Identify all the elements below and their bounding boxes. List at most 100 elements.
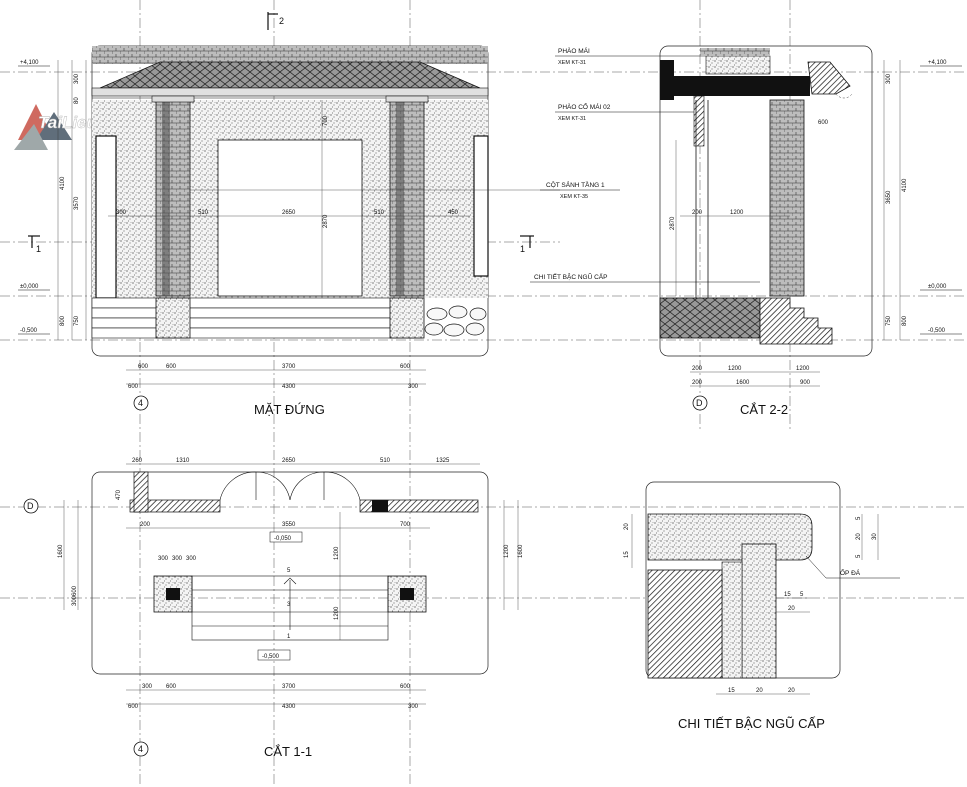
column-right (389, 99, 425, 297)
svg-text:1: 1 (520, 244, 525, 254)
grid-marker-4-elev-label: 4 (138, 398, 143, 408)
concrete-core (647, 569, 723, 679)
s22-dim-200: 200 (692, 210, 703, 216)
label-phao-mai-ref: XEM KT-31 (558, 60, 586, 66)
s22-bottom-1: 200 (692, 366, 703, 372)
stone-cladding (424, 305, 487, 337)
label-phao-mai: PHÀO MÁI (558, 46, 590, 55)
dim-2870: 2870 (323, 214, 329, 228)
detail-right-1: 5 (856, 516, 862, 520)
s22-dim-800: 800 (902, 315, 908, 326)
elev-bottom-dim-5: 600 (128, 384, 139, 390)
detail-inner-1: 15 (784, 592, 791, 598)
s11-mid-3: 700 (400, 522, 411, 528)
s11-top-5: 1325 (436, 458, 450, 464)
detail-inner-2: 5 (800, 592, 804, 598)
eave-detail (807, 61, 851, 95)
section-cut-1-left: 1 (28, 235, 41, 254)
elev-bottom-dim-1: 600 (138, 364, 149, 370)
label-phao-co-mai-ref: XEM KT-31 (558, 116, 586, 122)
s22-dim-300: 300 (886, 73, 892, 84)
column-left (155, 99, 191, 297)
s22-dim-750: 750 (886, 315, 892, 326)
dim-row-2: 2650 (282, 210, 296, 216)
s11-top-2: 1310 (176, 458, 190, 464)
level-top-left: +4,100 (20, 60, 39, 66)
label-op-da: ỐP ĐÁ (840, 567, 861, 577)
grid-marker-4-elev (133, 395, 149, 411)
level-zero-left: ±0,000 (20, 284, 39, 290)
level-zero-right: ±0,000 (928, 284, 947, 290)
door-opening (217, 139, 363, 297)
elevation-level-markers: +4,100 ±0,000 -0,500 (18, 60, 50, 335)
dim-700: 700 (323, 115, 329, 126)
detail-bottom-3: 20 (788, 688, 795, 694)
s11-side-1: 470 (116, 489, 122, 500)
grid-marker-d-s22 (692, 395, 708, 411)
detail-bottom-1: 15 (728, 688, 735, 694)
s11-bottom-5: 600 (128, 704, 139, 710)
section-2-2-view: +4,100 ±0,000 -0,500 4100 3650 800 750 3… (659, 45, 962, 417)
level-top-right: +4,100 (928, 60, 947, 66)
s11-bottom-6: 4300 (282, 704, 296, 710)
step-detail-view: ỐP ĐÁ 20 15 5 20 30 5 15 20 20 15 5 20 C… (624, 481, 900, 731)
dim-300: 300 (74, 73, 80, 84)
cornice (91, 87, 489, 97)
plan-steps (191, 575, 389, 641)
s22-bottom-6: 900 (800, 380, 811, 386)
elev-bottom-dim-7: 300 (408, 384, 419, 390)
s11-side-7: 1200 (504, 544, 510, 558)
step-1: 1 (287, 634, 291, 640)
s22-bottom-4: 200 (692, 380, 703, 386)
s11-side-5: 600 (72, 585, 78, 596)
stone-riser (741, 543, 777, 679)
dim-800: 800 (60, 315, 66, 326)
section22-frame (659, 45, 873, 357)
pediment (99, 61, 481, 89)
s11-top-4: 510 (380, 458, 391, 464)
elevation-view: +4,100 ±0,000 -0,500 4100 3570 800 750 3… (18, 12, 560, 417)
level-bottom-right: -0,500 (928, 328, 946, 334)
grid-marker-d-s11-label: D (27, 501, 34, 511)
plan-wall-left (129, 499, 221, 513)
detail-right-3: 30 (872, 533, 878, 540)
grid-marker-4-s11 (133, 741, 149, 757)
title-detail: CHI TIẾT BẬC NGŨ CẤP (678, 716, 825, 731)
level-tag-500: -0,500 (262, 654, 280, 660)
section-column (769, 99, 805, 297)
elev-bottom-dim-6: 4300 (282, 384, 296, 390)
detail-right-2: 20 (856, 533, 862, 540)
section-cut-1-right: 1 (520, 235, 534, 254)
section22-level-markers: +4,100 ±0,000 -0,500 (920, 60, 962, 335)
s22-dim-600: 600 (818, 120, 829, 126)
grid-marker-d-s22-label: D (696, 398, 703, 408)
s22-bottom-5: 1600 (736, 380, 750, 386)
level-bottom-left: -0,500 (20, 328, 38, 334)
svg-text:1: 1 (36, 244, 41, 254)
grid-marker-d-s11 (23, 498, 39, 514)
title-elevation: MẶT ĐỨNG (254, 402, 325, 417)
detail-inner-3: 20 (788, 606, 795, 612)
detail-left-1: 20 (624, 523, 630, 530)
s11-small-2: 300 (172, 556, 183, 562)
label-cot-sanh-ref: XEM KT-35 (560, 194, 588, 200)
s11-side-4: 300 (72, 595, 78, 606)
title-section-1-1: CẮT 1-1 (264, 744, 312, 759)
step-5: 5 (287, 568, 291, 574)
s22-bottom-3: 1200 (796, 366, 810, 372)
grid-marker-4-s11-label: 4 (138, 744, 143, 754)
s11-small-3: 300 (186, 556, 197, 562)
roof-band (92, 46, 488, 64)
s11-side-3: 1200 (334, 546, 340, 560)
dim-row-1: 300 (116, 210, 127, 216)
stone-top-slab (647, 513, 813, 561)
title-section-2-2: CẮT 2-2 (740, 402, 788, 417)
section-steps (759, 297, 833, 345)
detail-bottom-2: 20 (756, 688, 763, 694)
s22-dim-3650: 3650 (886, 190, 892, 204)
dim-4100: 4100 (60, 176, 66, 190)
label-cot-sanh: CỘT SẢNH TẦNG 1 (546, 179, 605, 189)
s11-small-1: 300 (158, 556, 169, 562)
detail-right-4: 5 (856, 554, 862, 558)
s22-bottom-2: 1200 (728, 366, 742, 372)
